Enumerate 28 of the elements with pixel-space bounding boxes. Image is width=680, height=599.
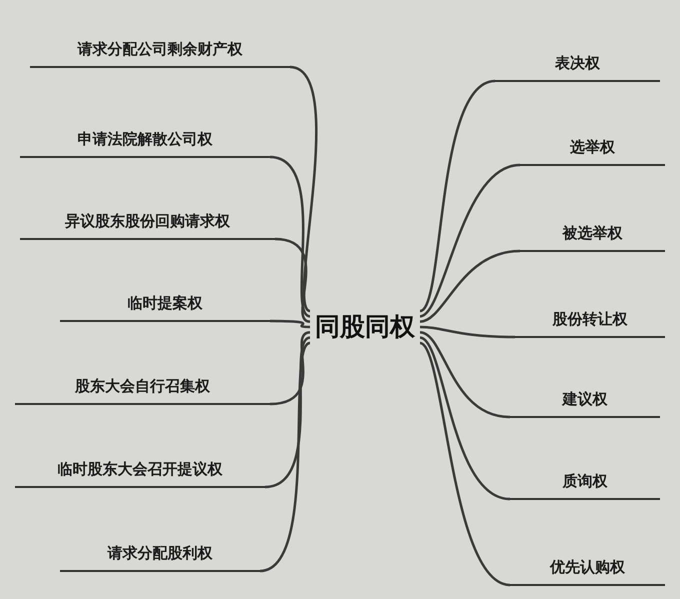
branch-label: 请求分配股利权 <box>60 544 260 572</box>
branch-line <box>264 336 311 488</box>
branch-line <box>274 238 310 323</box>
branch-line <box>290 66 318 312</box>
branch-label: 异议股东股份回购请求权 <box>20 212 275 240</box>
branch-line <box>270 331 310 406</box>
branch-label: 申请法院解散公司权 <box>20 130 270 158</box>
branch-line <box>419 164 520 318</box>
branch-line <box>260 342 311 572</box>
branch-label: 股东大会自行召集权 <box>15 377 270 405</box>
branch-line <box>420 331 510 418</box>
branch-label: 质询权 <box>510 472 660 500</box>
branch-line <box>270 320 310 328</box>
branch-label: 临时股东大会召开提议权 <box>15 460 265 488</box>
branch-line <box>419 342 510 586</box>
branch-line <box>419 80 496 312</box>
branch-label: 选举权 <box>520 138 665 166</box>
branch-label: 临时提案权 <box>60 294 270 322</box>
branch-line <box>419 336 510 500</box>
branch-label: 股份转让权 <box>515 310 665 338</box>
branch-label: 表决权 <box>495 54 660 82</box>
branch-label: 优先认购权 <box>510 558 665 586</box>
branch-line <box>420 250 520 323</box>
branch-line <box>270 156 311 318</box>
branch-label: 请求分配公司剩余财产权 <box>30 40 290 68</box>
branch-label: 建议权 <box>510 390 660 418</box>
branch-line <box>420 326 516 338</box>
branch-label: 被选举权 <box>520 224 665 252</box>
